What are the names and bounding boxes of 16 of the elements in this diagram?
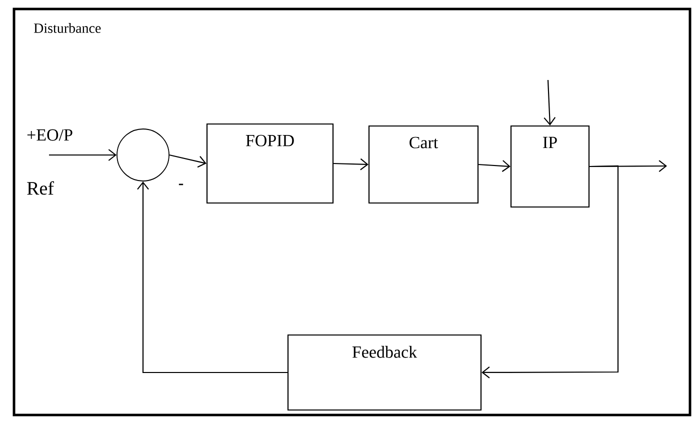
text-label: Disturbance xyxy=(34,23,101,33)
text-label: +EO/P xyxy=(27,129,72,141)
arrow xyxy=(169,154,206,168)
block-box: FOPID xyxy=(206,123,334,204)
arrow xyxy=(478,160,510,172)
summing-junction xyxy=(116,128,170,182)
text-label: Ref xyxy=(27,181,54,195)
block-box: Cart xyxy=(368,125,479,204)
arrow xyxy=(482,165,619,378)
sign-label: - xyxy=(178,184,184,186)
block-box: IP xyxy=(510,125,590,208)
arrow xyxy=(544,80,556,126)
arrow xyxy=(49,149,117,161)
arrow xyxy=(334,158,368,170)
arrow xyxy=(137,181,288,374)
block-box: Feedback xyxy=(287,334,482,411)
